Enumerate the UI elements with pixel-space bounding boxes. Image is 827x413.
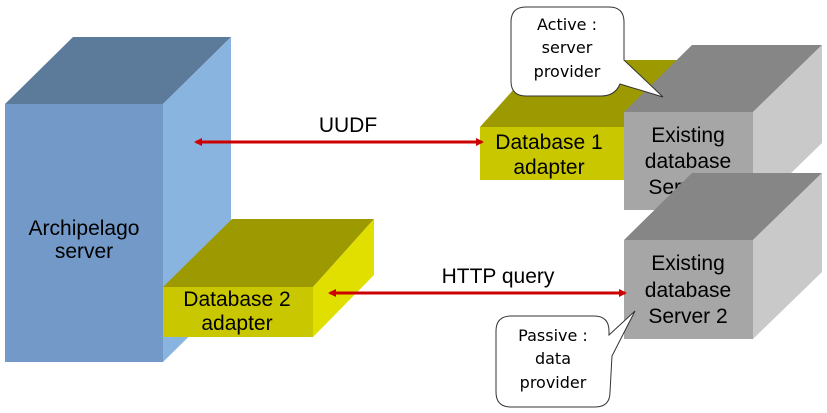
db2-adapter-front-face [163,287,313,337]
callout-active-line2: server [542,38,593,57]
uudf-label: UUDF [319,114,377,137]
db2-adapter-label-line1: Database 2 [183,288,290,311]
db1-adapter-label-line1: Database 1 [495,131,602,154]
server2-front-face [624,240,753,339]
existing-database-server-2-block[interactable]: Existing database Server 2 [624,173,822,339]
server1-label-line2: database [645,150,731,173]
callout-passive: Passive : data provider [495,310,636,408]
db2-adapter-label-line2: adapter [201,312,272,335]
callout-passive-line1: Passive : [518,326,588,345]
http-query-label: HTTP query [442,265,555,288]
db1-adapter-label-line2: adapter [513,156,584,179]
callout-active-line3: provider [534,62,601,81]
server2-label-line2: database [645,279,731,302]
server1-side-face [753,45,822,210]
edge-http-query[interactable]: HTTP query [328,265,627,297]
db2-adapter-top-face [163,219,374,287]
callout-passive-line3: provider [520,373,587,392]
database-2-adapter-block[interactable]: Database 2 adapter [163,219,374,337]
archipelago-label-line1: Archipelago [29,217,140,240]
archipelago-front-face [5,104,163,362]
server1-top-face [624,45,822,112]
archipelago-top-face [5,37,231,104]
server2-top-face [624,173,822,240]
callout-passive-line2: data [535,349,571,368]
server2-label-line1: Existing [651,252,725,275]
callout-active: Active : server provider [510,6,664,98]
callout-active-line1: Active : [537,15,597,34]
server1-label-line1: Existing [651,124,725,147]
edge-uudf[interactable]: UUDF [194,114,484,146]
db2-adapter-side-face [313,219,374,337]
callout-passive-bubble [495,310,636,408]
server2-side-face [753,173,822,339]
archipelago-label-line2: server [55,240,113,263]
callout-active-bubble [510,6,664,98]
server2-label-line3: Server 2 [648,305,727,328]
db1-adapter-front-face [480,127,630,180]
